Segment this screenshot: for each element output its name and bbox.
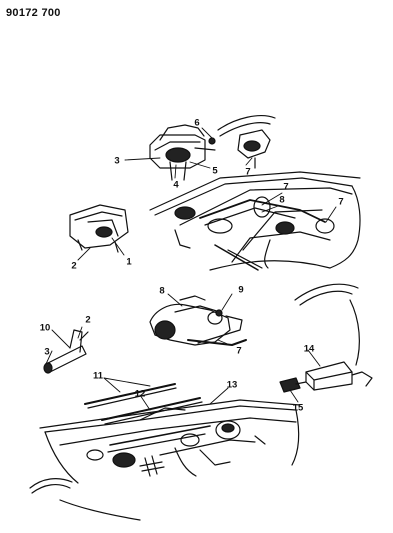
diagram-code: 90172 700 — [6, 7, 61, 19]
callout-3-pivot: 3 — [44, 346, 50, 358]
callout-11: 11 — [92, 370, 104, 382]
callout-7-cowl-right: 7 — [338, 196, 344, 208]
callout-2-left: 2 — [71, 260, 77, 272]
callout-3-top: 3 — [114, 155, 120, 167]
motor-bracket-top — [149, 124, 216, 181]
callout-6: 6 — [194, 117, 200, 129]
callout-13: 13 — [226, 379, 238, 391]
callout-10: 10 — [39, 322, 51, 334]
motor-mount-left — [69, 204, 129, 253]
callout-7-middle: 7 — [236, 345, 242, 357]
callout-5: 5 — [212, 165, 218, 177]
callout-7-cowl-upper: 7 — [283, 181, 289, 193]
callout-1: 1 — [126, 256, 132, 268]
motor-linkage-middle — [149, 295, 247, 346]
callout-2-pivot: 2 — [85, 314, 91, 326]
callout-4: 4 — [173, 179, 179, 191]
callout-8-middle: 8 — [159, 285, 165, 297]
callout-15: 15 — [292, 402, 304, 414]
callout-9: 9 — [238, 284, 244, 296]
callout-7-top: 7 — [245, 166, 251, 178]
leader-lines — [45, 127, 337, 411]
motor-top-right — [208, 115, 276, 169]
module-right — [279, 361, 373, 393]
callout-12: 12 — [134, 388, 146, 400]
lower-cowl-assembly — [29, 383, 301, 521]
pivot-arm-left — [43, 329, 89, 374]
callout-8-upper: 8 — [279, 194, 285, 206]
upper-cowl-assembly — [149, 171, 361, 366]
callout-14: 14 — [303, 343, 315, 355]
